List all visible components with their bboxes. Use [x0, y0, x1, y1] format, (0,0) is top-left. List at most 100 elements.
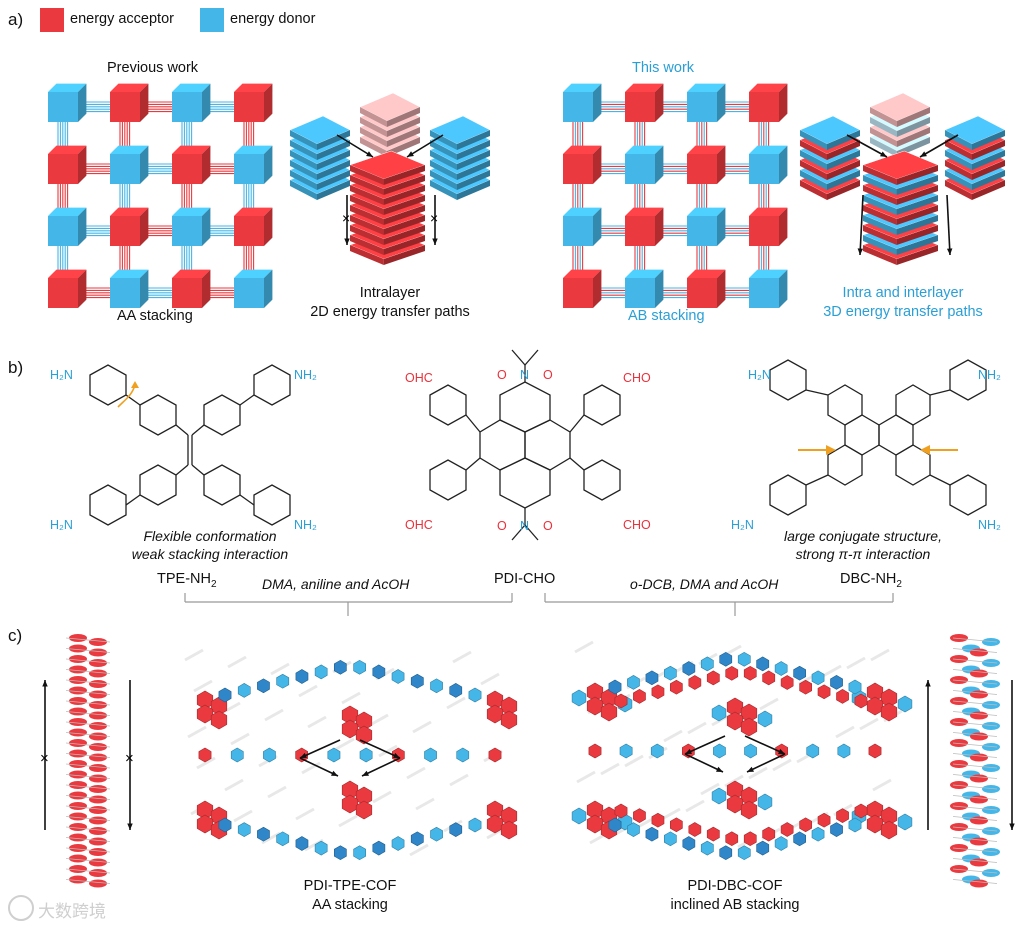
stacked-unit: [952, 707, 998, 720]
node-cube: [48, 145, 87, 184]
linker-hexagon: [468, 817, 482, 833]
stacked-unit: [950, 760, 1000, 772]
node-cube: [687, 145, 726, 184]
transfer-arrow: [925, 680, 931, 830]
dbc-hexagon: [897, 695, 913, 713]
linker-streak: [480, 672, 500, 686]
linker-hexagon: [793, 665, 806, 681]
pdi-hexagon: [586, 696, 604, 716]
pdi-hexagon: [600, 702, 618, 722]
transfer-arrow: [299, 739, 341, 759]
pdi-hexagon: [688, 822, 702, 837]
linker-hexagon: [276, 673, 290, 689]
linker-hexagon: [391, 669, 405, 684]
stacked-unit: [952, 875, 998, 888]
linker-streak: [624, 754, 644, 768]
linker-streak: [415, 797, 435, 811]
band-hexagon: [650, 743, 664, 759]
pdi-hexagon: [651, 684, 665, 700]
node-cube: [172, 83, 211, 122]
pdi-hexagon: [651, 812, 665, 828]
donor-stack-left: [289, 115, 351, 200]
linker-streak: [341, 691, 361, 705]
panel-a-label: a): [8, 10, 24, 29]
interlayer-caption: Intra and interlayer 3D energy transfer …: [808, 284, 998, 322]
node-cube: [110, 145, 149, 184]
node-cube: [563, 145, 602, 184]
linker-streak: [224, 778, 244, 792]
linker-streak: [369, 713, 389, 727]
mixed-stack-left: [799, 115, 861, 200]
faded-mixed-stack: [869, 92, 931, 157]
pdi-hexagon: [880, 702, 898, 722]
linker-hexagon: [664, 665, 677, 681]
mixed-stack-right: [944, 115, 1006, 200]
linker-streak: [409, 843, 429, 857]
dbc-name-main: DBC-NH: [840, 571, 897, 587]
linker-hexagon: [334, 659, 347, 675]
band-hexagon: [359, 747, 373, 763]
this-work-title: This work: [632, 60, 695, 76]
stacked-unit: [950, 676, 1000, 688]
linker-hexagon: [608, 817, 622, 833]
linker-streak: [378, 744, 398, 758]
dbc-amine-top-right: NH₂: [978, 368, 1001, 382]
linker-streak: [372, 790, 392, 804]
linker-hexagon: [793, 831, 806, 847]
pdi-hexagon: [854, 803, 868, 819]
transfer-arrow: [1009, 680, 1015, 830]
tpe-amine-top-left: H₂N: [50, 368, 73, 382]
stacked-unit: [65, 676, 111, 688]
pdi-cho-name: PDI-CHO: [494, 571, 556, 587]
transfer-arrow: [684, 735, 726, 755]
linker-streak: [335, 737, 355, 751]
block-mark: ×: [40, 750, 49, 767]
pdi-hexagon: [688, 675, 702, 690]
pdi-aldehyde-top-right: CHO: [623, 371, 651, 385]
band-hexagon: [806, 743, 820, 759]
node-cube: [749, 83, 788, 122]
pdi-hexagon: [196, 704, 214, 724]
linker-streak: [835, 725, 855, 739]
linker-streak: [687, 721, 707, 735]
transfer-arrow: [406, 134, 444, 158]
stacked-unit: [950, 802, 1000, 814]
tpe-nh2-name: TPE-NH2: [157, 571, 217, 590]
acceptor-legend-label: energy acceptor: [70, 11, 174, 27]
pdi-tpe-cof-caption: PDI-TPE-COF AA stacking: [250, 877, 450, 915]
donor-legend-label: energy donor: [230, 11, 316, 27]
linker-streak: [264, 708, 284, 722]
tpe-amine-top-right: NH₂: [294, 368, 317, 382]
pdi-dbc-cof-structure: [571, 640, 913, 861]
linker-hexagon: [218, 687, 232, 703]
linker-streak: [859, 717, 879, 731]
linker-streak: [759, 697, 779, 711]
linker-hexagon: [449, 822, 463, 837]
pdi-hexagon: [486, 704, 504, 724]
stacked-unit: [952, 791, 998, 804]
stacked-unit: [65, 791, 111, 804]
linker-streak: [187, 725, 207, 739]
pdi-hexagon: [586, 814, 604, 834]
linker-hexagon: [627, 675, 640, 690]
linker-streak: [574, 640, 594, 654]
linker-hexagon: [237, 683, 251, 698]
pdi-hexagon: [614, 803, 628, 819]
stacked-unit: [65, 697, 111, 709]
linker-hexagon: [218, 817, 232, 833]
linker-streak: [772, 758, 792, 772]
linker-streak: [233, 809, 253, 823]
linker-hexagon: [391, 836, 405, 851]
intralayer-caption-line1: Intralayer: [359, 285, 421, 301]
linker-hexagon: [237, 822, 251, 837]
pdi-hexagon: [762, 826, 776, 842]
band-hexagon: [837, 743, 851, 759]
band-hexagon: [327, 747, 341, 763]
linker-streak: [846, 656, 866, 670]
pdi-hexagon: [726, 794, 744, 814]
stacked-unit: [952, 686, 998, 699]
linker-hexagon: [774, 661, 788, 676]
linker-hexagon: [257, 678, 270, 694]
pdi-hexagon: [762, 670, 776, 686]
linker-hexagon: [645, 826, 659, 842]
